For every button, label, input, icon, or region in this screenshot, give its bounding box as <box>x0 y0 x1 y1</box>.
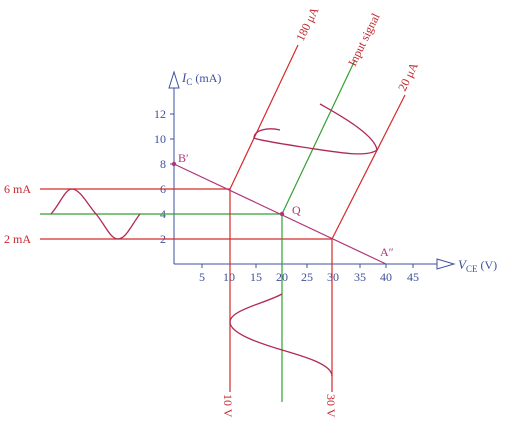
x-axis-arrow <box>436 258 456 270</box>
voltage-label-30v: 30 V <box>324 394 338 418</box>
input-signal-label: Input signal <box>345 10 383 68</box>
x-tick-label-25: 25 <box>301 270 313 284</box>
curve-label-20ua: 20 μA <box>395 60 421 93</box>
current-label-6ma: 6 mA <box>4 182 31 196</box>
base-current-sine-wave <box>253 103 378 155</box>
input-signal-line <box>281 59 356 215</box>
x-tick-label-45: 45 <box>407 270 419 284</box>
x-tick-label-35: 35 <box>354 270 366 284</box>
output-voltage-sine-wave <box>229 293 333 377</box>
y-tick-label-10: 10 <box>154 132 166 146</box>
voltage-label-10v: 10 V <box>221 394 235 418</box>
y-tick-label-8: 8 <box>160 157 166 171</box>
q-point-label: Q <box>292 203 301 217</box>
curve-label-180ua: 180 μA <box>293 4 322 43</box>
point-b <box>171 161 177 167</box>
x-tick-label-5: 5 <box>199 270 205 284</box>
x-tick-marks <box>201 264 414 268</box>
x-tick-label-10: 10 <box>223 270 235 284</box>
y-tick-label-12: 12 <box>154 107 166 121</box>
x-tick-label-30: 30 <box>327 270 339 284</box>
x-tick-label-40: 40 <box>380 270 392 284</box>
input-current-sine-wave <box>50 188 141 240</box>
x-axis-title: VCE (V) <box>458 257 497 274</box>
x-tick-label-15: 15 <box>250 270 262 284</box>
y-axis-title: IC (mA) <box>181 70 221 87</box>
point-a-label: A″ <box>380 245 394 259</box>
y-tick-marks <box>170 113 174 240</box>
current-label-2ma: 2 mA <box>4 232 31 246</box>
curve-20ua <box>331 94 406 240</box>
y-axis-arrow <box>168 70 180 89</box>
point-b-label: B′ <box>178 151 189 165</box>
curve-180ua <box>229 44 299 190</box>
q-point-marker <box>279 211 285 217</box>
